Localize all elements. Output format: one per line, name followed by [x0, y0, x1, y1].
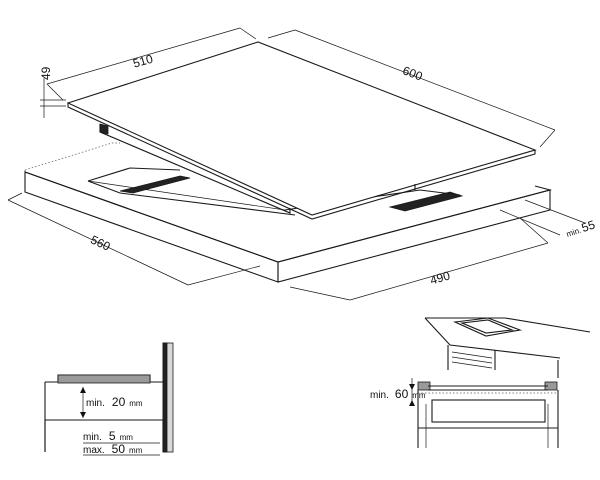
dimension-min-55: min. 55	[499, 199, 597, 239]
detail-left-section: min. 20 mm min. 5 mm max. 50 mm	[44, 342, 174, 457]
dimension-49: 49	[39, 66, 66, 118]
dimension-600: 600	[267, 29, 556, 148]
worktop-block	[24, 142, 553, 283]
min-clearance-annotation: min. 60 mm	[370, 385, 426, 402]
detail-right-perspective	[424, 317, 591, 378]
dimension-label: 490	[428, 268, 451, 287]
dimension-label: 55	[580, 217, 597, 235]
hob-glass-top	[66, 41, 537, 220]
dimension-510: 510	[46, 27, 257, 101]
dimension-490: 490	[289, 217, 549, 301]
dimension-label: 560	[88, 233, 112, 254]
dimension-label: 49	[39, 66, 53, 80]
min-gap-annotation: min. 20 mm	[86, 393, 143, 410]
detail-right-section: min. 60 mm	[370, 378, 559, 448]
min-thickness-annotation: min. 5 mm	[83, 427, 133, 444]
main-isometric-view: 510 600 49 560 490	[7, 27, 597, 301]
dimension-560: 560	[7, 192, 261, 286]
dimension-label: 510	[131, 52, 154, 71]
dimension-label: 600	[401, 63, 425, 83]
dimension-min-label: min.	[565, 226, 582, 239]
max-thickness-annotation: max. 50 mm	[83, 440, 143, 457]
